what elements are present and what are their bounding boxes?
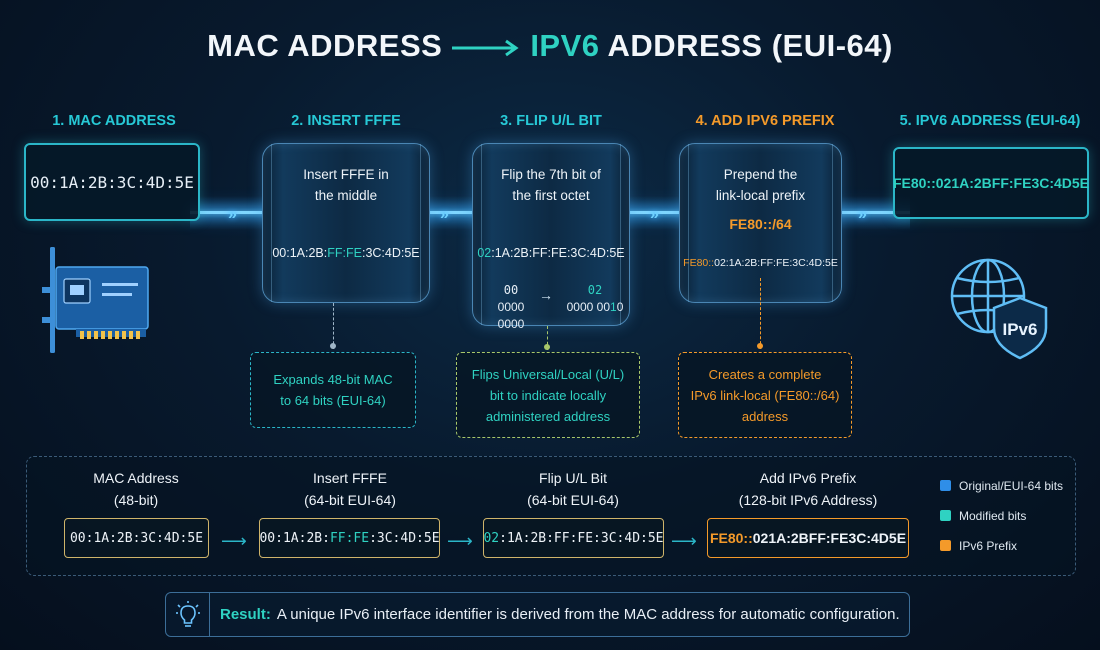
page-title: MAC ADDRESS IPV6 ADDRESS (EUI-64) bbox=[0, 28, 1100, 64]
step-2-desc-line1: Insert FFFE in bbox=[303, 167, 389, 182]
summary-col-2-label: Insert FFFE(64-bit EUI-64) bbox=[304, 470, 396, 508]
ipv6-badge-text: IPv6 bbox=[1003, 320, 1038, 339]
legend-item-original: Original/EUI-64 bits bbox=[940, 479, 1063, 493]
summary-mac-value: 00:1A:2B:3C:4D:5E bbox=[64, 518, 209, 558]
summary-col-1-label: MAC Address(48-bit) bbox=[93, 470, 179, 508]
result-label: Result: bbox=[220, 606, 271, 623]
step-3-card: Flip the 7th bit of the first octet 02:1… bbox=[472, 143, 630, 331]
step-5-title: 5. IPV6 ADDRESS (EUI-64) bbox=[899, 113, 1081, 129]
legend-item-prefix: IPv6 Prefix bbox=[940, 539, 1017, 553]
step-3-desc-line1: Flip the 7th bit of bbox=[501, 167, 601, 182]
step-2-address: 00:1A:2B:FF:FE:3C:4D:5E bbox=[272, 246, 420, 260]
arrow-right-icon: ⟶ bbox=[221, 531, 247, 551]
mac-address-box: 00:1A:2B:3C:4D:5E bbox=[24, 143, 200, 221]
binary-before: 00 0000 0000 bbox=[497, 283, 525, 331]
legend-item-modified: Modified bits bbox=[940, 509, 1026, 523]
step-4-title: 4. ADD IPV6 PREFIX bbox=[695, 113, 835, 129]
chevron-right-icon: » bbox=[440, 206, 449, 223]
globe-shield-icon: IPv6 bbox=[950, 258, 1048, 360]
result-text: A unique IPv6 interface identifier is de… bbox=[276, 606, 900, 623]
lightbulb-icon bbox=[166, 593, 210, 636]
title-arrow-icon bbox=[452, 39, 519, 57]
title-eui64: ADDRESS (EUI-64) bbox=[607, 28, 893, 63]
binary-after: 02 0000 0010 bbox=[566, 283, 624, 314]
summary-col-4-label: Add IPv6 Prefix(128-bit IPv6 Address) bbox=[738, 470, 878, 508]
step-4-desc-line2: link-local prefix bbox=[715, 188, 806, 203]
network-card-icon bbox=[42, 247, 149, 353]
note-flip-ul: Flips Universal/Local (U/L)bit to indica… bbox=[456, 352, 640, 438]
arrow-right-icon: ⟶ bbox=[671, 531, 697, 551]
result-bar: Result: A unique IPv6 interface identifi… bbox=[165, 592, 910, 637]
chevron-right-icon: » bbox=[858, 206, 867, 223]
summary-flip-value: 02:1A:2B:FF:FE:3C:4D:5E bbox=[483, 518, 664, 558]
arrow-right-icon: → bbox=[539, 287, 553, 303]
chevron-right-icon: » bbox=[228, 206, 237, 223]
step-1-title: 1. MAC ADDRESS bbox=[52, 113, 176, 129]
title-mac: MAC ADDRESS bbox=[207, 28, 443, 63]
step-4-card: Prepend the link-local prefix FE80::/64 … bbox=[679, 143, 842, 303]
step-4-address: FE80::02:1A:2B:FF:FE:3C:4D:5E bbox=[683, 257, 838, 269]
step-3-title: 3. FLIP U/L BIT bbox=[500, 113, 602, 129]
summary-ipv6-value: FE80::021A:2BFF:FE3C:4D5E bbox=[707, 518, 909, 558]
step-2-title: 2. INSERT FFFE bbox=[291, 113, 401, 129]
chevron-right-icon: » bbox=[650, 206, 659, 223]
step-2-card: Insert FFFE in the middle 00:1A:2B:FF:FE… bbox=[262, 143, 430, 303]
ipv6-address-box: FE80::021A:2BFF:FE3C:4D5E bbox=[893, 147, 1089, 219]
step-3-address: 02:1A:2B:FF:FE:3C:4D:5E bbox=[477, 246, 625, 260]
step-2-desc-line2: the middle bbox=[314, 188, 378, 203]
arrow-right-icon: ⟶ bbox=[447, 531, 473, 551]
summary-col-3-label: Flip U/L Bit(64-bit EUI-64) bbox=[527, 470, 619, 508]
summary-fffe-value: 00:1A:2B:FF:FE:3C:4D:5E bbox=[259, 518, 440, 558]
step-3-desc-line2: the first octet bbox=[512, 188, 590, 203]
step-4-desc-line1: Prepend the bbox=[723, 167, 798, 182]
title-ipv6: IPV6 bbox=[530, 28, 600, 63]
step-4-prefix: FE80::/64 bbox=[729, 216, 792, 232]
